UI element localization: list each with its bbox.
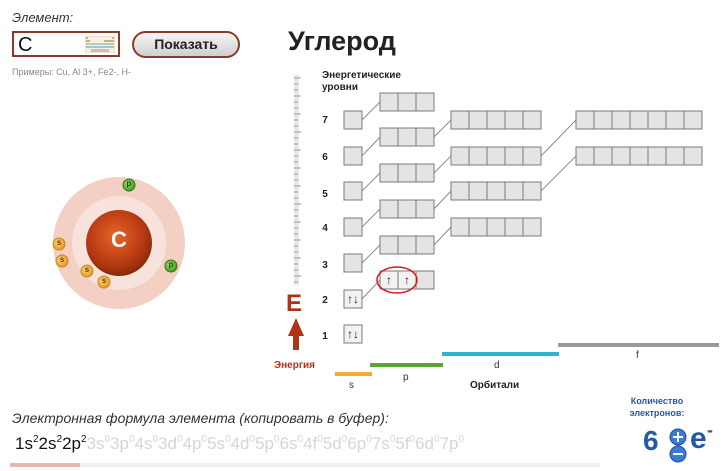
orbital-d-label: d [494, 360, 500, 371]
orbital-2p-1: ↑ [386, 273, 392, 287]
orbital-f-label: f [636, 350, 639, 361]
plus-icon[interactable] [669, 428, 687, 446]
electron-count-label: Количество электронов: [629, 396, 685, 418]
element-label: Элемент: [12, 10, 74, 25]
orbitals-label: Орбитали [470, 380, 520, 391]
element-input-value: C [18, 34, 33, 56]
formula-term: 1s2 [15, 434, 39, 453]
formula-underline-accent [10, 463, 80, 467]
examples-hint: Примеры: Cu, Al 3+, Fe2-, H- [12, 67, 131, 77]
level-number: 6 [322, 152, 328, 163]
electron-s-label: s [101, 276, 107, 285]
electron-formula[interactable]: 1s22s22p23s03p04s03d04p05s04d05p06s04f05… [15, 434, 464, 454]
formula-term: 5p0 [255, 434, 280, 453]
level-number: 5 [322, 189, 328, 200]
levels-title-2: уровни [322, 82, 358, 93]
formula-term: 2p2 [62, 434, 87, 453]
formula-term: 5f0 [395, 434, 416, 453]
orbital-p-label: p [403, 372, 409, 383]
formula-term: 3s0 [86, 434, 111, 453]
highlight-ellipse [376, 266, 418, 294]
electron-sign: - [707, 420, 713, 440]
periodic-table-icon[interactable] [85, 36, 115, 53]
energy-letter: E [286, 290, 303, 317]
formula-term: 3d0 [158, 434, 183, 453]
energy-scale [288, 75, 304, 350]
electron-s [52, 237, 111, 289]
electron-p [122, 178, 178, 273]
formula-term: 6p0 [347, 434, 372, 453]
level-number: 2 [322, 295, 328, 306]
element-input[interactable]: C [12, 31, 120, 57]
formula-term: 4d0 [230, 434, 256, 453]
orbital-s-label: s [349, 380, 354, 391]
formula-term: 7s0 [371, 434, 396, 453]
formula-underline [80, 463, 600, 467]
orbital-2s: ↑↓ [347, 292, 359, 306]
level-number: 1 [322, 331, 328, 342]
formula-term: 3p0 [110, 434, 135, 453]
formula-term: 4p0 [182, 434, 208, 453]
minus-icon[interactable] [669, 445, 687, 463]
connectors [361, 101, 577, 300]
electron-p-label: p [126, 179, 132, 188]
levels-title: Энергетические [322, 70, 401, 81]
formula-term: 4f0 [303, 434, 323, 453]
electron-s-label: s [56, 238, 62, 247]
level-number: 7 [322, 115, 328, 126]
formula-term: 4s0 [134, 434, 159, 453]
electron-s-label: s [59, 255, 65, 264]
element-title: Углерод [288, 26, 396, 56]
level-number: 3 [322, 260, 328, 271]
electron-symbol: e [690, 422, 707, 455]
level-number: 4 [322, 223, 328, 234]
formula-term: 7p0 [439, 434, 465, 453]
energy-label: Энергия [274, 360, 315, 371]
electron-count-value: 6 [643, 425, 659, 456]
nucleus-symbol: C [111, 227, 127, 252]
orbital-boxes [343, 92, 703, 344]
electron-s-label: s [84, 265, 90, 274]
formula-term: 6d0 [415, 434, 440, 453]
nucleus [86, 210, 152, 276]
orbital-1s: ↑↓ [347, 327, 359, 341]
formula-term: 2s2 [38, 434, 63, 453]
formula-term: 5s0 [207, 434, 231, 453]
orbital-2p-2: ↑ [404, 273, 410, 287]
formula-term: 6s0 [279, 434, 304, 453]
formula-label: Электронная формула элемента (копировать… [12, 410, 389, 426]
atom-model [52, 177, 185, 309]
electron-p-label: p [168, 260, 174, 269]
formula-term: 5d0 [322, 434, 348, 453]
show-button[interactable]: Показать [132, 31, 240, 58]
